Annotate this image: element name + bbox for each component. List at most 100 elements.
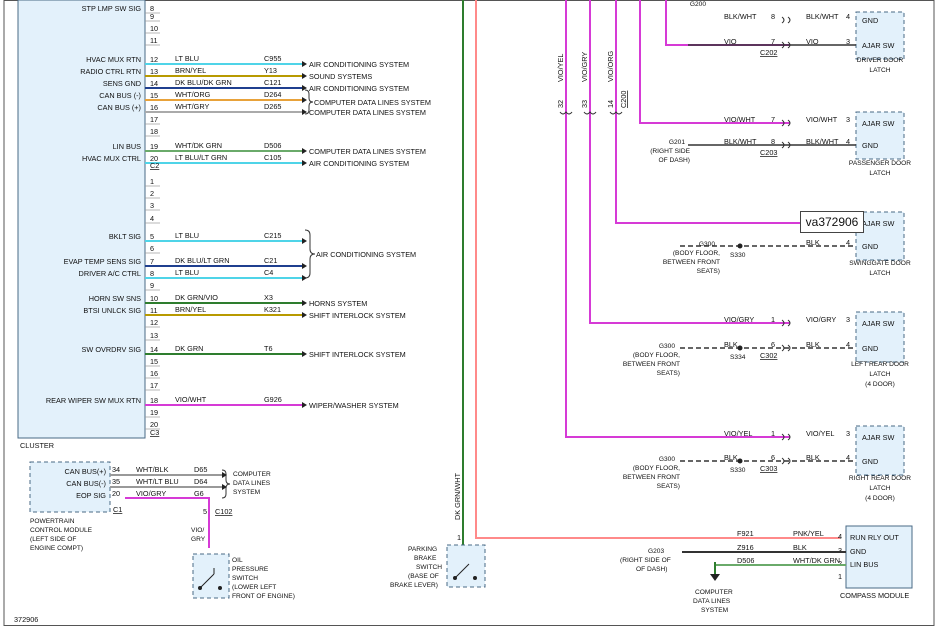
- cluster-wire-arrow: [302, 73, 307, 79]
- latch-connector-pin: 7: [771, 115, 775, 124]
- latch-name: LEFT REAR DOOR: [851, 361, 909, 368]
- latch-ground-location: BETWEEN FRONT: [663, 259, 720, 266]
- cluster-pin-number: 9: [150, 281, 154, 290]
- latch-ground: G300: [659, 456, 675, 463]
- compass-circuit: Z916: [737, 543, 754, 552]
- oil-wire-color-1: VIO/: [191, 527, 204, 534]
- pcm-pin-number: 35: [112, 477, 120, 486]
- compass-pin-function: RUN RLY OUT: [850, 533, 899, 542]
- run-relay-wire: [475, 0, 840, 539]
- latch-wire-color-right: VIO: [806, 37, 819, 46]
- pb-name-1: PARKING: [408, 546, 437, 553]
- vio-gry-wire: [589, 0, 790, 324]
- compass-dest-2: DATA LINES: [693, 598, 731, 605]
- latch-splice: S330: [730, 252, 746, 259]
- cluster-pin-number: 16: [150, 369, 158, 378]
- cluster-pin-function: BKLT SIG: [109, 232, 141, 241]
- latch-pin-number: 3: [846, 115, 850, 124]
- latch-box: [855, 311, 905, 363]
- latch-ground-location: (BODY FLOOR,: [633, 465, 680, 472]
- latch-splice: S334: [730, 354, 746, 361]
- compass-ground-loc-2: OF DASH): [636, 566, 668, 573]
- latch-name: LATCH: [869, 270, 890, 277]
- cluster-wire-arrow: [302, 85, 307, 91]
- cluster-pin-number: 8: [150, 4, 154, 13]
- cluster-pin-function: EVAP TEMP SENS SIG: [64, 257, 142, 266]
- cluster-pin-number: 14: [150, 345, 158, 354]
- cluster-wire-arrow: [302, 97, 307, 103]
- oil-name-3: SWITCH: [232, 575, 258, 582]
- latch-box: [855, 11, 905, 60]
- latch-pin-number: 3: [846, 37, 850, 46]
- pcm-dest-1: COMPUTER: [233, 471, 271, 478]
- latch-ground-location: (RIGHT SIDE: [650, 148, 690, 155]
- cluster-pin-function: REAR WIPER SW MUX RTN: [46, 396, 141, 405]
- cluster-wire-arrow: [302, 148, 307, 154]
- vio-wht-wire: [639, 0, 790, 124]
- pcm-pin-number: 20: [112, 489, 120, 498]
- pcm-circuit: G6: [194, 489, 204, 498]
- cluster-pin-number: 13: [150, 331, 158, 340]
- latch-pin-number: 3: [846, 315, 850, 324]
- latch-ground-location: SEATS): [657, 483, 680, 490]
- cluster-pin-function: LIN BUS: [113, 142, 142, 151]
- latch-name: LATCH: [869, 371, 890, 378]
- latch-connector-mark: [781, 319, 791, 327]
- pb-name-3: SWITCH: [416, 564, 442, 571]
- cluster-wire-color: LT BLU/LT GRN: [175, 153, 227, 162]
- oil-name-4: (LOWER LEFT: [232, 584, 276, 591]
- latch-wire-color-left: BLK: [724, 340, 738, 349]
- latch-wire-color-left: BLK/WHT: [724, 12, 757, 21]
- latch-wire-color-right: VIO/WHT: [806, 115, 838, 124]
- latch-connector: C303: [760, 464, 777, 473]
- latch-name: RIGHT REAR DOOR: [849, 475, 911, 482]
- latch-connector-pin: 1: [771, 429, 775, 438]
- latch-ground-location: SEATS): [697, 268, 720, 275]
- compass-box: [845, 525, 913, 589]
- cluster-wire-arrow: [302, 275, 307, 281]
- image-tag: va372906: [800, 211, 864, 233]
- latch-pin-function: AJAR SW: [862, 219, 895, 228]
- cluster-pin-number: 17: [150, 381, 158, 390]
- compass-pin-number: 1: [838, 572, 842, 581]
- latch-ground-location: OF DASH): [658, 157, 690, 164]
- compass-ground: G203: [648, 548, 664, 555]
- compass-lin-arrow: [710, 574, 720, 581]
- cluster-destination: SHIFT INTERLOCK SYSTEM: [309, 311, 406, 320]
- cluster-destination: AIR CONDITIONING SYSTEM: [309, 84, 409, 93]
- cluster-destination: AIR CONDITIONING SYSTEM: [309, 159, 409, 168]
- cluster-pin-number: 11: [150, 36, 158, 45]
- pcm-circuit: D64: [194, 477, 207, 486]
- cluster-pin-number: 10: [150, 294, 158, 303]
- ac-brace: [304, 229, 316, 279]
- cluster-pin-number: 19: [150, 142, 158, 151]
- latch-ground-location: BETWEEN FRONT: [623, 361, 680, 368]
- latch-pin-function: GND: [862, 16, 878, 25]
- pcm-brace: [221, 469, 231, 499]
- latch-name: LATCH: [869, 485, 890, 492]
- oil-name-1: OIL: [232, 557, 243, 564]
- latch-connector-mark: [781, 119, 791, 127]
- latch-ground-location: SEATS): [657, 370, 680, 377]
- compass-circuit: D506: [737, 556, 754, 565]
- pcm-dest-3: SYSTEM: [233, 489, 260, 496]
- oil-wire-color-2: GRY: [191, 536, 206, 543]
- latch-name: DRIVER DOOR: [857, 57, 904, 64]
- cluster-circuit: C955: [264, 54, 281, 63]
- vert-wire-1-label: VIO/YEL: [556, 54, 565, 82]
- cluster-ac-dest: AIR CONDITIONING SYSTEM: [316, 250, 416, 259]
- cluster-pin-number: 11: [150, 306, 158, 315]
- latch-ground-location: BETWEEN FRONT: [623, 474, 680, 481]
- cluster-circuit: C21: [264, 256, 277, 265]
- cluster-wire-arrow: [302, 263, 307, 269]
- cluster-pin-number: 1: [150, 177, 154, 186]
- oil-switch-box: [192, 553, 230, 599]
- cluster-circuit: T6: [264, 344, 273, 353]
- latch-splice-dot: [737, 243, 743, 249]
- latch-splice: S330: [730, 467, 746, 474]
- latch-wire-color-left: VIO: [724, 37, 737, 46]
- cluster-destination: WIPER/WASHER SYSTEM: [309, 401, 399, 410]
